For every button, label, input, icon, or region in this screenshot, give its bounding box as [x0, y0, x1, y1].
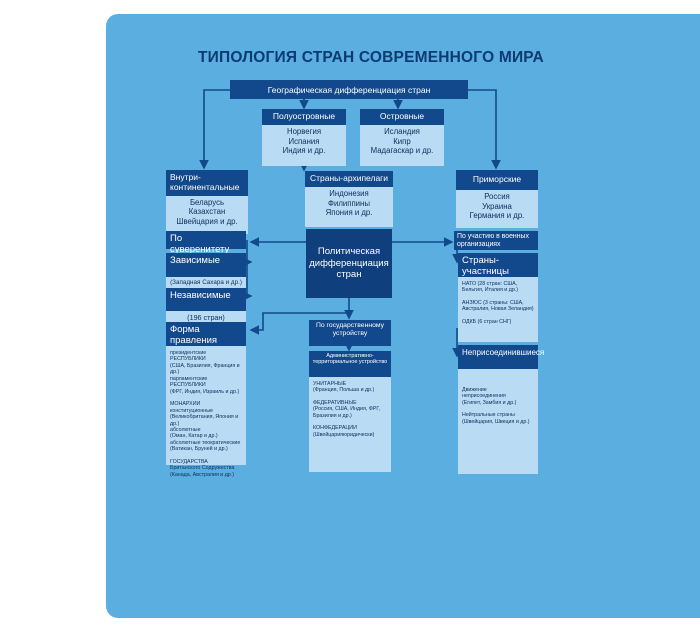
coastal-box: Приморские Россия Украина Германия и др. — [456, 170, 538, 228]
nonaligned-list: Движение неприсоединения (Египет, Замбия… — [458, 369, 538, 474]
link-pol-government — [249, 312, 349, 335]
coastal-list: Россия Украина Германия и др. — [456, 189, 538, 228]
dependent-box: Зависимые (Западная Сахара и др.) — [166, 253, 246, 293]
structure-label: По государственному устройству — [309, 320, 391, 346]
political-root-label: Политическая дифференциация стран — [309, 245, 389, 281]
peninsular-label: Полуостровные — [262, 109, 346, 125]
diagram-title: ТИПОЛОГИЯ СТРАН СОВРЕМЕННОГО МИРА — [198, 49, 544, 66]
participants-label: Страны-участницы — [458, 253, 538, 277]
sovereignty-header: По суверенитету — [166, 231, 246, 255]
archipelago-label: Страны-архипелаги — [305, 171, 393, 187]
link-geo-inland — [199, 89, 230, 170]
peninsular-list: Норвегия Испания Индия и др. — [262, 124, 346, 166]
structure-box: По государственному устройству — [309, 320, 391, 346]
independent-label: Независимые — [166, 288, 246, 311]
coastal-label: Приморские — [456, 170, 538, 190]
government-list: президентские РЕСПУБЛИКИ (США, Бразилия,… — [166, 346, 246, 478]
link-sov-dependent — [243, 240, 253, 267]
military-header: По участию в военных организациях — [454, 231, 538, 250]
nonaligned-box: Неприсоединившиеся Движение неприсоедине… — [458, 345, 544, 474]
government-box: Форма правления президентские РЕСПУБЛИКИ… — [166, 322, 246, 478]
structure-detail-box: Административно-территориальное устройст… — [309, 351, 391, 472]
participants-box: Страны-участницы НАТО (28 стран: США, Бе… — [458, 253, 538, 342]
inland-list: Беларусь Казахстан Швейцария и др. — [166, 195, 248, 234]
structure-sublabel: Административно-территориальное устройст… — [309, 351, 391, 377]
inland-label: Внутри-континентальные — [166, 170, 248, 196]
inland-box: Внутри-континентальные Беларусь Казахста… — [166, 170, 248, 234]
political-root-box: Политическая дифференциация стран — [306, 229, 392, 298]
link-sov-independent — [243, 262, 253, 301]
link-geo-coastal — [468, 89, 501, 170]
geo-root-box: Географическая дифференциация стран — [230, 80, 468, 99]
archipelago-list: Индонезия Филиппины Япония и др. — [305, 186, 393, 227]
structure-list: УНИТАРНЫЕ (Франция, Польша и др.) ФЕДЕРА… — [309, 377, 391, 472]
island-list: Исландия Кипр Мадагаскар и др. — [360, 124, 444, 166]
nonaligned-label: Неприсоединившиеся — [458, 345, 544, 369]
peninsular-box: Полуостровные Норвегия Испания Индия и д… — [262, 109, 346, 166]
island-label: Островные — [360, 109, 444, 125]
participants-list: НАТО (28 стран: США, Бельгия, Италия и д… — [458, 277, 538, 342]
archipelago-box: Страны-архипелаги Индонезия Филиппины Яп… — [305, 171, 393, 227]
dependent-label: Зависимые — [166, 253, 246, 277]
government-label: Форма правления — [166, 322, 246, 346]
island-box: Островные Исландия Кипр Мадагаскар и др. — [360, 109, 444, 166]
